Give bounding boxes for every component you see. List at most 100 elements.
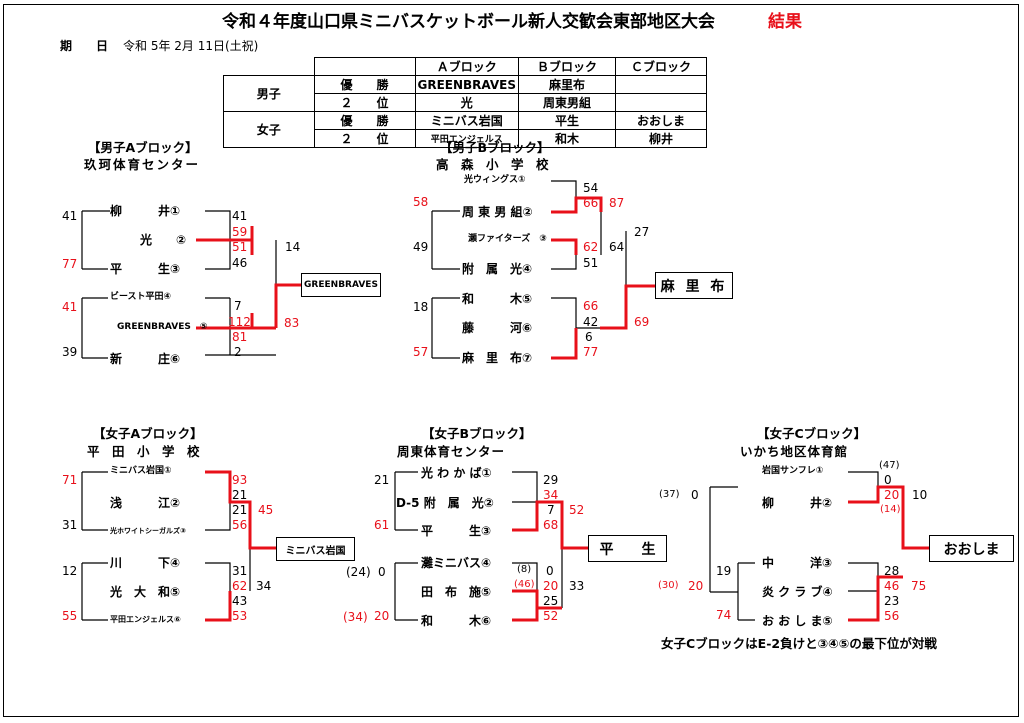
- score: 64: [609, 240, 625, 254]
- team-entry: 光 大 和⑤: [110, 585, 181, 599]
- team-entry: 光ホワイトシーガルズ③: [110, 527, 186, 535]
- team-entry: 周 東 男 組②: [462, 205, 533, 219]
- team-entry: お お し ま⑤: [762, 614, 833, 628]
- score: 66: [583, 299, 599, 313]
- score: 29: [543, 473, 559, 487]
- team-entry: 平田エンジェルス⑥: [110, 615, 181, 624]
- score: 2: [234, 345, 242, 359]
- team-entry: 田 布 施⑤: [421, 585, 492, 599]
- girls-c-heading: 【女子Cブロック】: [757, 426, 867, 441]
- score: 33: [569, 579, 585, 593]
- score: 46: [884, 579, 900, 593]
- team-entry: 柳 井①: [110, 204, 181, 218]
- boys-b-venue: 高 森 小 学 校: [436, 157, 549, 172]
- score: 112: [228, 315, 251, 329]
- team-entry: 附 属 光④: [462, 262, 533, 276]
- score: (8): [517, 564, 532, 575]
- rank-cell: ２ 位: [313, 93, 416, 112]
- results-header-row: Ａブロック Ｂブロック Ｃブロック: [224, 57, 708, 76]
- score: 21: [232, 488, 248, 502]
- score: 71: [62, 473, 78, 487]
- team-entry: 中 洋③: [762, 556, 833, 570]
- team-entry: D-5 附 属 光②: [396, 496, 494, 510]
- score: 53: [232, 609, 248, 623]
- score: (37): [659, 489, 680, 500]
- score: 43: [232, 594, 248, 608]
- girls-a-heading: 【女子Aブロック】: [93, 426, 203, 441]
- score: 12: [62, 564, 78, 578]
- team-entry: 炎 ク ラ ブ④: [762, 585, 833, 599]
- score: 62: [583, 240, 599, 254]
- team-entry: 藤 河⑥: [462, 321, 533, 335]
- page-title: 令和４年度山口県ミニバスケットボール新人交歓会東部地区大会: [222, 12, 715, 32]
- cell-a: 光: [414, 93, 520, 112]
- cell-a: GREENBRAVES: [414, 75, 520, 94]
- score: 93: [232, 473, 248, 487]
- score: 77: [583, 345, 599, 359]
- score: 28: [884, 564, 900, 578]
- girls-b-venue: 周東体育センター: [397, 444, 506, 459]
- score: 7: [234, 299, 242, 313]
- cell-c: おおしま: [615, 111, 708, 130]
- score: 56: [884, 609, 900, 623]
- score: 56: [232, 518, 248, 532]
- score: 62: [232, 579, 248, 593]
- score: (30): [658, 580, 679, 591]
- team-entry: 岩国サンフレ①: [762, 466, 824, 476]
- header-block-a: Ａブロック: [414, 57, 520, 76]
- girls-c-winner-box: おおしま: [929, 535, 1014, 562]
- cell-b: 和木: [518, 129, 617, 148]
- score: 20: [543, 579, 559, 593]
- girls-a-winner-box: ミニバス岩国: [276, 537, 355, 561]
- results-table: Ａブロック Ｂブロック Ｃブロック 男子 優 勝 GREENBRAVES 麻里布…: [223, 57, 708, 148]
- score: 51: [583, 256, 599, 270]
- score: 59: [232, 225, 248, 239]
- score: 0: [884, 473, 892, 487]
- score: 41: [232, 209, 248, 223]
- team-entry: 川 下④: [110, 556, 181, 570]
- group-cell: 男子: [223, 75, 315, 112]
- team-entry: 浅 江②: [110, 496, 181, 510]
- girls-c-note: 女子CブロックはE-2負けと③④⑤の最下位が対戦: [661, 636, 937, 651]
- score: 23: [884, 594, 900, 608]
- team-entry: 平 生③: [421, 524, 492, 538]
- score: 81: [232, 330, 248, 344]
- score: 0: [378, 565, 386, 579]
- table-row: 男子 優 勝 GREENBRAVES 麻里布: [223, 75, 708, 112]
- cell-b: 麻里布: [518, 75, 617, 94]
- score: 34: [543, 488, 559, 502]
- score: 41: [62, 300, 78, 314]
- score: 14: [285, 240, 301, 254]
- team-entry: GREENBRAVES ⑤: [117, 322, 208, 332]
- girls-a-venue: 平 田 小 学 校: [87, 444, 200, 459]
- score: 31: [62, 518, 78, 532]
- rank-cell: 優 勝: [313, 75, 416, 94]
- score: 87: [609, 196, 625, 210]
- score: 66: [583, 196, 599, 210]
- girls-b-winner-box: 平 生: [588, 535, 667, 562]
- date-value: 令和 5年 2月 11日(土祝): [123, 39, 259, 53]
- score: 25: [543, 594, 559, 608]
- score: (46): [514, 579, 535, 590]
- score: 52: [543, 609, 559, 623]
- cell-b: 周東男組: [518, 93, 617, 112]
- team-entry: 光 ②: [140, 233, 187, 247]
- team-entry: 和 木⑤: [462, 292, 533, 306]
- score: 83: [284, 316, 300, 330]
- score: 68: [543, 518, 559, 532]
- score: 18: [413, 300, 429, 314]
- girls-b-heading: 【女子Bブロック】: [422, 426, 532, 441]
- score: 21: [374, 473, 390, 487]
- score: 52: [569, 503, 585, 517]
- title-result: 結果: [768, 12, 802, 32]
- girls-c-venue: いかち地区体育館: [740, 444, 849, 459]
- score: 69: [634, 315, 650, 329]
- table-row: ２ 位 平田エンジェルス 和木 柳井: [224, 129, 708, 148]
- boys-a-heading: 【男子Aブロック】: [88, 140, 198, 155]
- score: 20: [374, 609, 390, 623]
- score: 51: [232, 240, 248, 254]
- score: 10: [912, 488, 928, 502]
- score: 54: [583, 181, 599, 195]
- score: 57: [413, 345, 429, 359]
